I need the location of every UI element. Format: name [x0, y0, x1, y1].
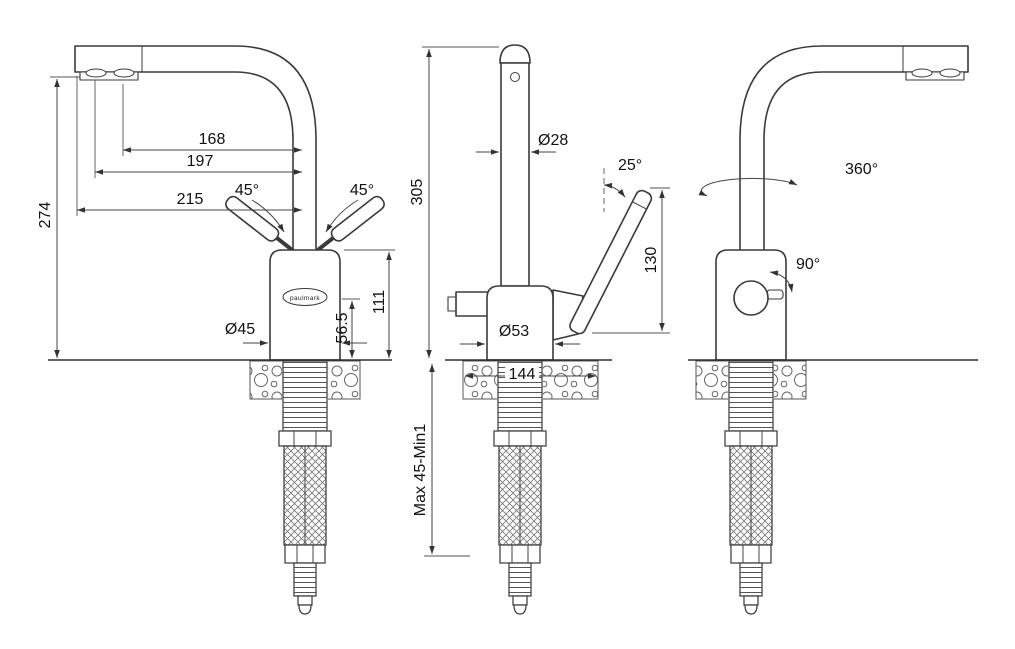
aerator-plate-rear [905, 71, 965, 81]
faucet-front-view: paulmark [48, 45, 392, 361]
dia-45-label: Ø45 [225, 321, 255, 338]
dim-197-label: 197 [187, 153, 214, 170]
side-knob [455, 291, 489, 317]
mount-range-label: Max 45-Min1 [412, 424, 429, 517]
aerator-plate [79, 71, 139, 81]
angle-25-label: 25° [618, 157, 642, 174]
front-dimensions: 274 168 197 215 45° 45° Ø45 56.5 111 [37, 76, 395, 358]
set-screw [510, 72, 520, 82]
angle-360-label: 360° [845, 161, 878, 178]
dim-215-label: 215 [177, 191, 204, 208]
dim-305-label: 305 [409, 179, 426, 206]
riser-pipe [500, 62, 530, 287]
angle-90-label: 90° [796, 256, 820, 273]
dim-56-5-label: 56.5 [334, 312, 351, 343]
side-dimensions: 305 Ø28 25° 130 Ø53 144 Max 45-Min1 [409, 46, 670, 557]
dim-111-label: 111 [371, 290, 388, 314]
faucet-side-view [445, 44, 653, 361]
lever-handle [569, 189, 653, 335]
angle-45-left-label: 45° [235, 182, 259, 199]
hose-side [493, 360, 547, 615]
rotation-arc-90 [769, 270, 794, 293]
hose-rear [724, 360, 778, 615]
rotation-arc-360 [698, 177, 798, 197]
aerator-nozzle [85, 68, 107, 78]
handle-joint [733, 280, 769, 316]
handle-stub [766, 289, 784, 300]
aerator-nozzle [911, 68, 933, 78]
dim-144-label: 144 [509, 366, 536, 383]
rear-dimensions: 360° 90° [698, 161, 878, 293]
aerator-nozzle [113, 68, 135, 78]
angle-45-right-label: 45° [350, 182, 374, 199]
dim-274-label: 274 [37, 202, 54, 229]
faucet-rear-view [688, 45, 978, 361]
dia-53-label: Ø53 [499, 323, 529, 340]
hose-front [278, 360, 332, 615]
spout-cap [499, 44, 531, 64]
brand-label: paulmark [290, 295, 320, 302]
dim-168-label: 168 [199, 131, 226, 148]
aerator-nozzle [939, 68, 961, 78]
dia-28-label: Ø28 [538, 132, 568, 149]
brand-badge [282, 288, 328, 306]
dim-130-label: 130 [643, 247, 660, 274]
